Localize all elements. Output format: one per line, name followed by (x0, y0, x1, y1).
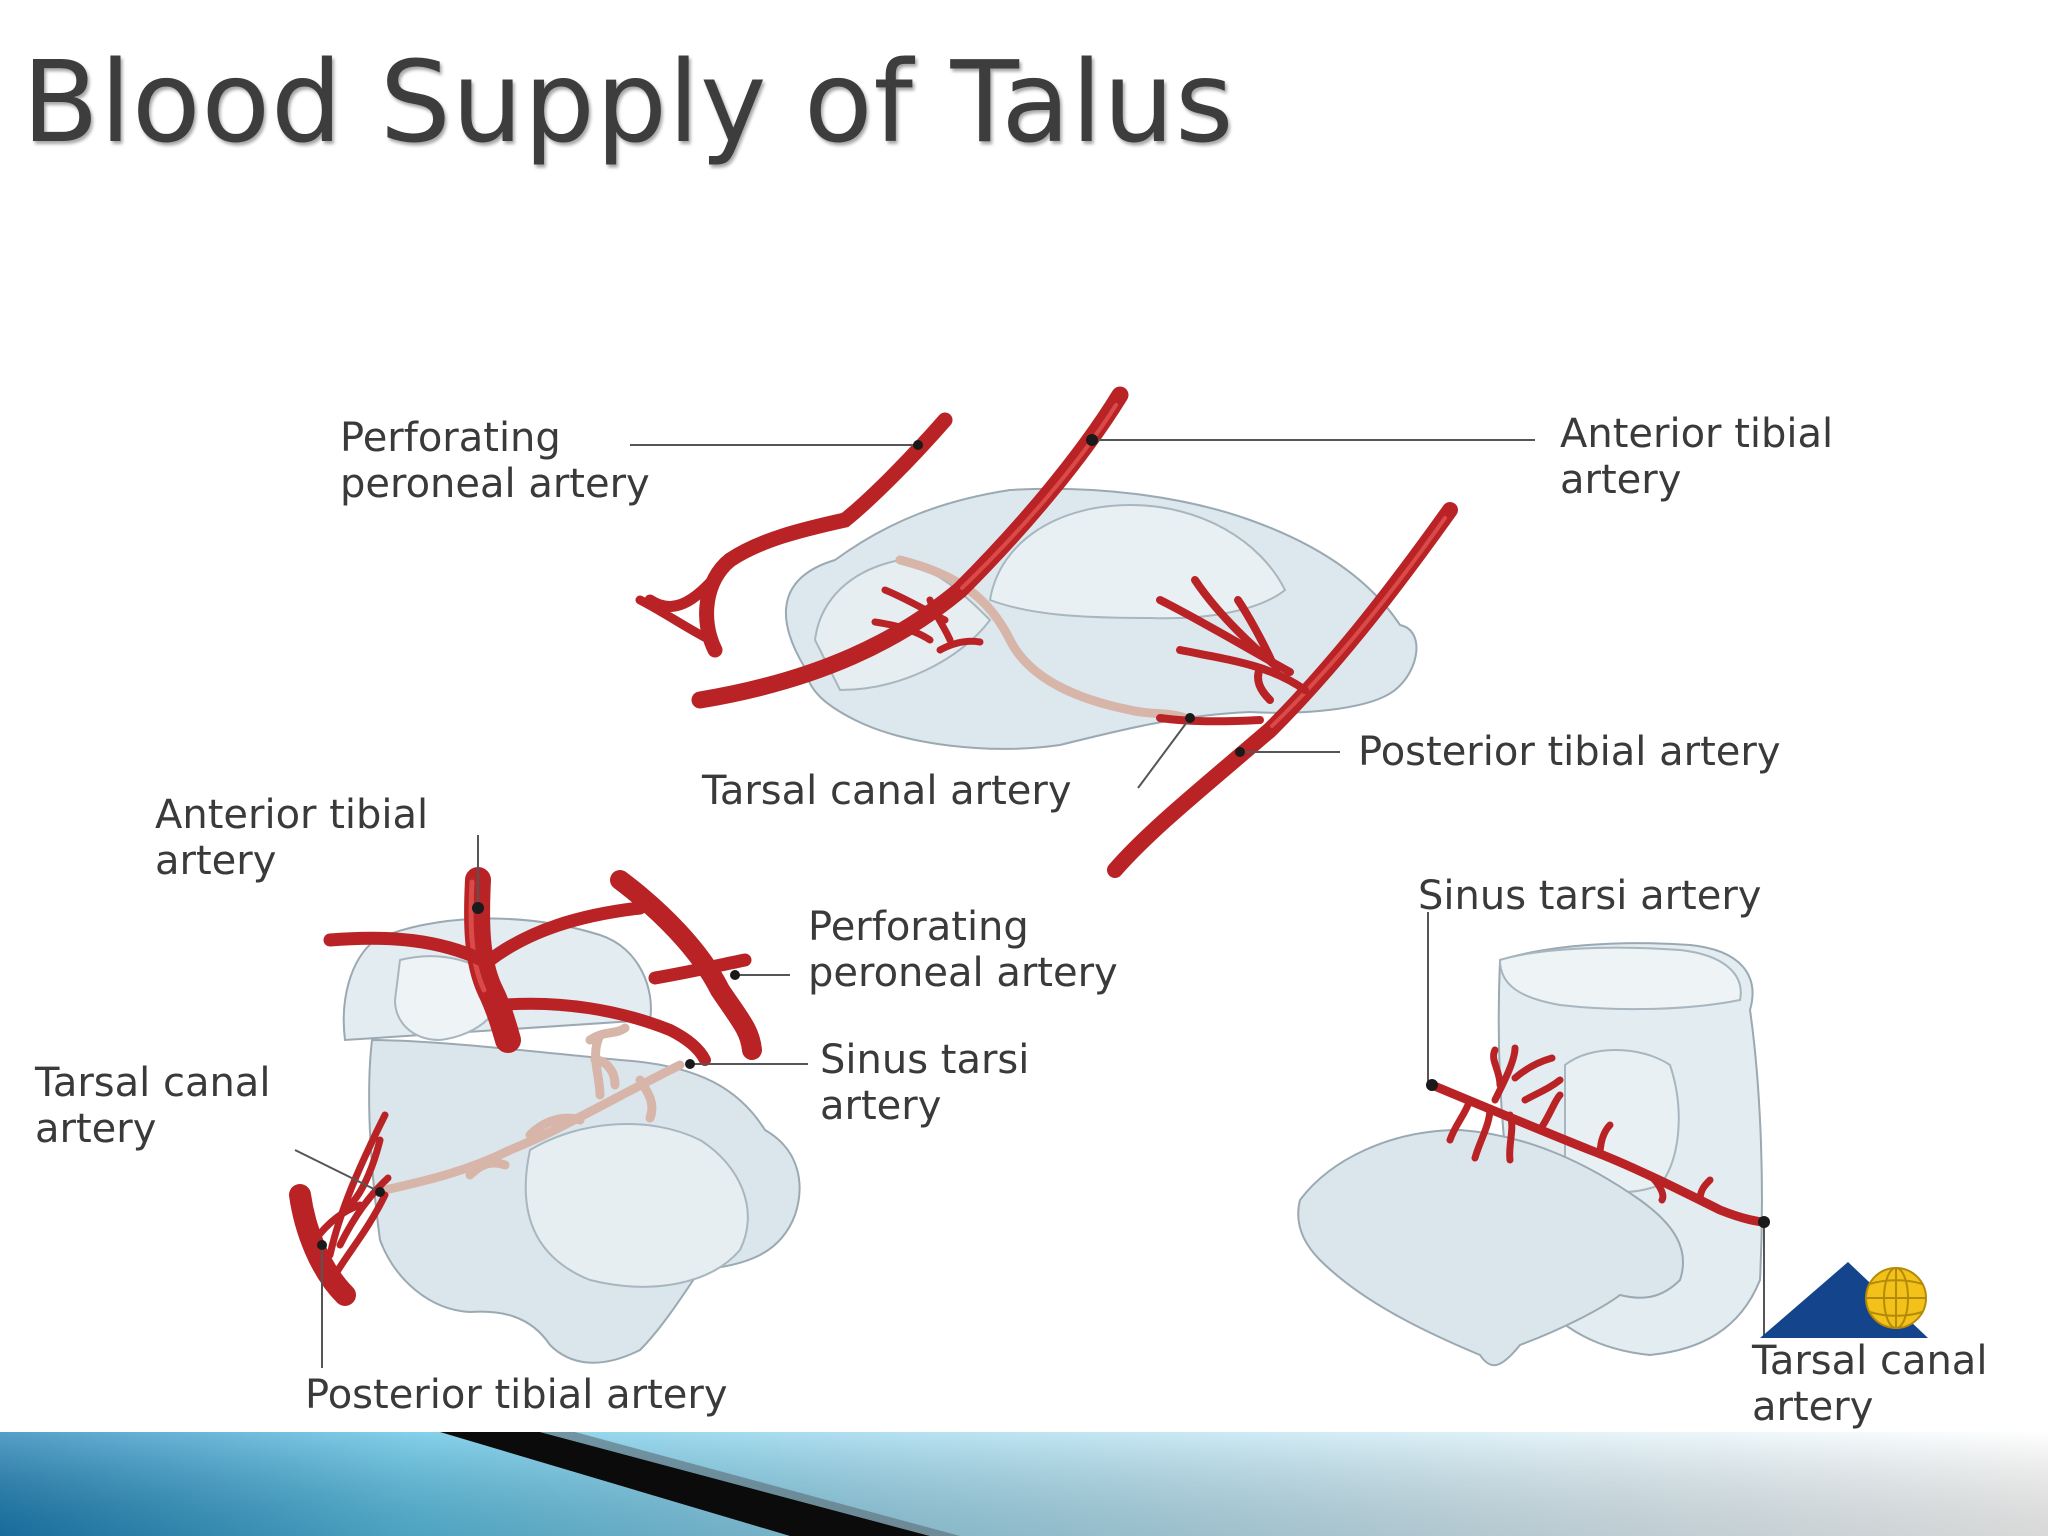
left-perforating-peroneal-artery (610, 870, 762, 1060)
top-talus-dome (988, 503, 1287, 620)
top-anterior-tibial-label: Anterior tibial artery (1560, 411, 1834, 503)
top-anterior-tibial-highlight (960, 403, 1118, 590)
right-marker-dots (1426, 1079, 1770, 1228)
right-sinus-tarsi-label: Sinus tarsi artery (1418, 873, 1762, 919)
top-perforating-peroneal-branch (644, 554, 736, 612)
top-perforating-peroneal-artery (699, 412, 953, 658)
top-leader-lines (630, 439, 1535, 789)
left-talus-facet (524, 1122, 749, 1288)
left-posterior-tibial-label: Posterior tibial artery (305, 1372, 728, 1418)
left-anterior-tibial-label: Anterior tibial artery (155, 792, 429, 884)
left-perforating-peroneal-label: Perforating peroneal artery (808, 904, 1118, 996)
top-posterior-tibial-label: Posterior tibial artery (1358, 729, 1781, 775)
right-talus-view (1297, 912, 1770, 1367)
right-sinus-tarsi-branches (1446, 1044, 1714, 1204)
footer-black-wedge (440, 1432, 930, 1536)
right-sinus-tarsi-artery (1427, 1080, 1770, 1227)
left-perforating-connector (648, 953, 752, 985)
top-anterior-branches (871, 586, 984, 654)
top-talus-view (630, 386, 1535, 878)
left-pale-branches (380, 1023, 685, 1195)
footer-decoration-band (0, 1432, 2048, 1536)
right-leader-lines (1427, 912, 1765, 1338)
left-tarsal-canal-label: Tarsal canal artery (35, 1060, 271, 1152)
globe-triangle-logo (1760, 1262, 1928, 1338)
left-anterior-tibial-highlight (468, 879, 487, 993)
right-talus-top (1498, 946, 1742, 1011)
left-anterior-branch-left (323, 931, 489, 967)
right-tarsal-canal-label: Tarsal canal artery (1752, 1338, 1988, 1430)
left-talus-view (289, 835, 808, 1368)
left-anterior-branch-down (494, 997, 711, 1066)
left-marker-dots (317, 902, 740, 1250)
top-posterior-branches (1156, 576, 1309, 726)
left-tarsal-canal-branches (311, 1111, 392, 1279)
slide-title: Blood Supply of Talus (22, 38, 1235, 168)
left-anterior-branch-right (483, 901, 647, 967)
top-marker-dots (913, 434, 1245, 757)
left-posterior-tibial-artery (289, 1184, 356, 1306)
top-perforating-peroneal-branch-2 (635, 595, 715, 645)
right-talus-head (1297, 1128, 1685, 1367)
left-sinus-tarsi-label: Sinus tarsi artery (820, 1037, 1030, 1129)
top-perforating-peroneal-label: Perforating peroneal artery (340, 415, 650, 507)
top-tarsal-canal-label: Tarsal canal artery (702, 768, 1072, 814)
top-posterior-tibial-highlight (1270, 516, 1447, 728)
left-leader-lines (294, 835, 808, 1368)
